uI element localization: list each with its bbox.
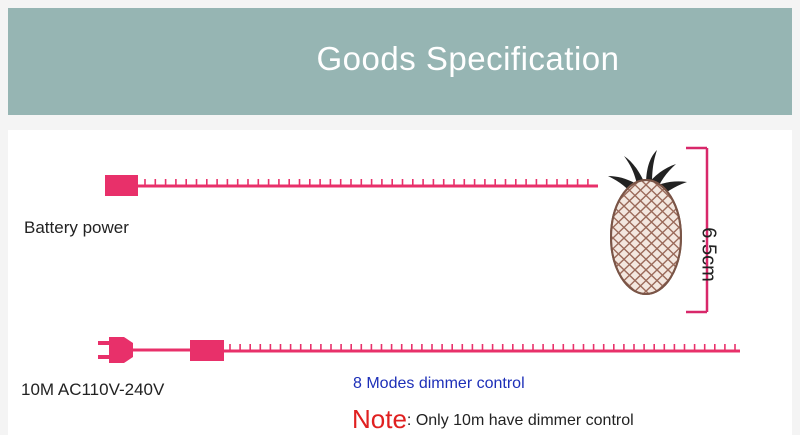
mesh-strand xyxy=(611,180,619,294)
mesh-strand xyxy=(673,180,681,294)
modes-label: 8 Modes dimmer control xyxy=(353,375,525,392)
mesh-strand xyxy=(476,180,596,296)
mesh-strand xyxy=(476,180,596,296)
battery-box-icon xyxy=(105,175,138,196)
mesh-strand xyxy=(611,180,663,294)
mesh-strand xyxy=(487,180,607,296)
mesh-strand xyxy=(611,180,681,294)
note-word: Note xyxy=(352,404,407,434)
mesh-strand xyxy=(611,180,681,294)
dimension-bracket xyxy=(686,146,709,314)
mesh-strand xyxy=(640,180,681,294)
battery-string xyxy=(105,175,598,196)
mesh-strand xyxy=(611,180,652,294)
mesh-strand xyxy=(611,180,681,294)
note-text: : Only 10m have dimmer control xyxy=(406,412,634,429)
controller-box-icon xyxy=(190,340,224,361)
battery-bulb-ticks xyxy=(144,179,589,186)
mesh-strand xyxy=(487,180,607,296)
mesh-strand xyxy=(611,180,652,294)
page-title: Goods Specification xyxy=(316,40,620,77)
mesh-strand xyxy=(611,180,619,294)
mesh-strand xyxy=(640,180,681,294)
ac-bulb-ticks xyxy=(229,344,736,351)
mesh-strand xyxy=(673,180,681,294)
ac-power-label: 10M AC110V-240V xyxy=(21,380,165,399)
dimension-label: 6.5cm xyxy=(697,227,720,282)
battery-power-label: Battery power xyxy=(24,218,129,237)
mesh-strand xyxy=(629,180,681,294)
pineapple-lantern-icon xyxy=(476,150,687,296)
mesh-strand xyxy=(629,180,681,294)
ac-string xyxy=(98,337,740,363)
mesh-strand xyxy=(611,180,674,294)
mesh-strand xyxy=(618,180,681,294)
header-band xyxy=(8,8,792,115)
note-line: Note: Only 10m have dimmer control xyxy=(352,404,634,435)
power-plug-icon xyxy=(98,337,133,363)
mesh-strand xyxy=(611,180,663,294)
